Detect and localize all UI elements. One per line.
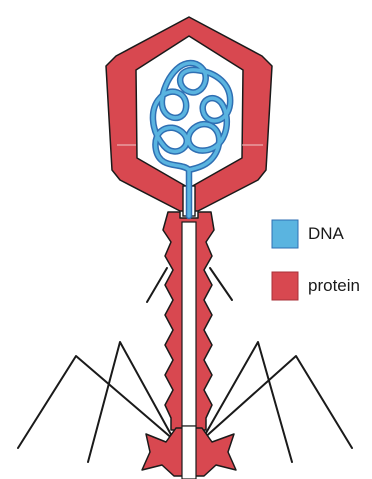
tail-fiber-upper-right xyxy=(210,268,232,300)
legend-label-protein: protein xyxy=(308,276,360,296)
tail-sheath xyxy=(163,212,214,430)
tail-fiber-upper-left xyxy=(147,268,167,302)
dna-swatch-icon xyxy=(272,220,298,248)
tail-tube-bottom xyxy=(182,426,196,479)
protein-swatch-icon xyxy=(272,272,298,300)
base-plate xyxy=(142,426,236,479)
tail-core xyxy=(182,222,196,426)
legend-label-dna: DNA xyxy=(308,224,344,244)
